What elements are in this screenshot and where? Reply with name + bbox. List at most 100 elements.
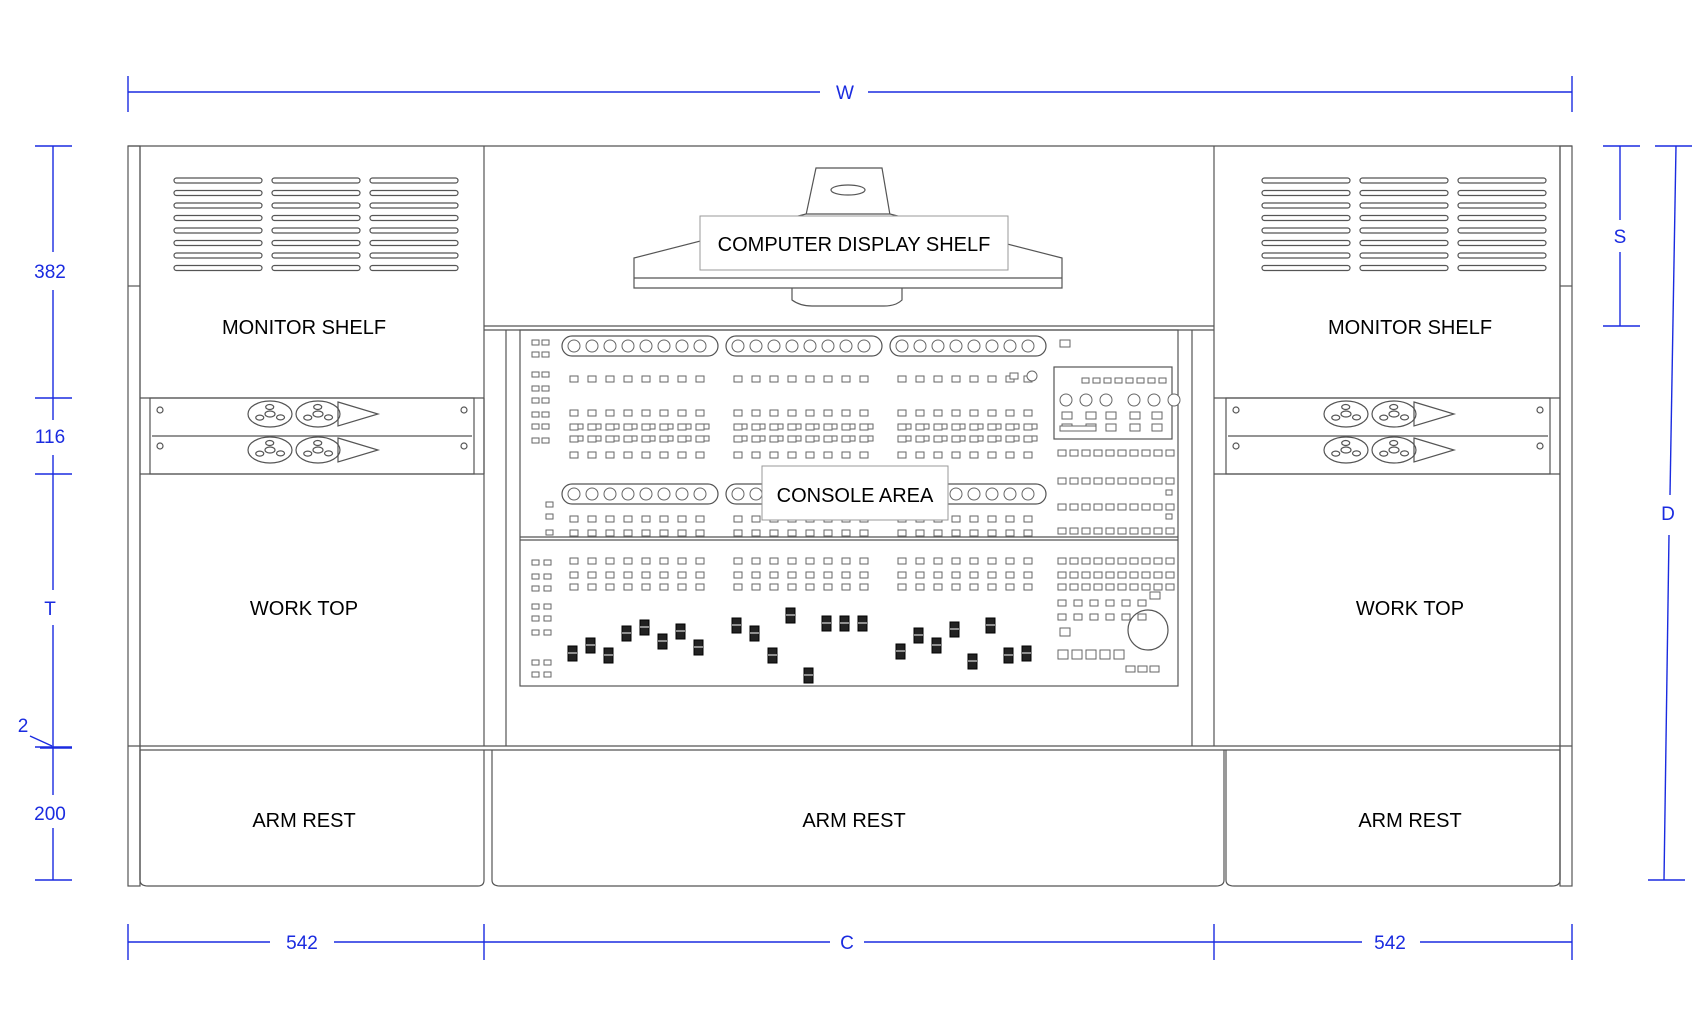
console-button xyxy=(1057,613,1067,621)
reel-icon xyxy=(295,400,341,428)
console-button xyxy=(1085,649,1097,660)
console-button xyxy=(1069,477,1079,485)
console-button xyxy=(933,583,943,591)
rotary-knob xyxy=(585,487,599,501)
console-button xyxy=(951,375,961,383)
rotary-knob xyxy=(1021,487,1035,501)
console-button xyxy=(787,409,797,417)
console-button xyxy=(897,571,907,579)
rack-screw xyxy=(1232,442,1240,450)
console-button xyxy=(897,423,907,431)
console-button xyxy=(1165,503,1175,511)
console-button xyxy=(569,435,579,443)
rotary-knob xyxy=(967,339,981,353)
console-button xyxy=(1069,503,1079,511)
console-button xyxy=(623,435,633,443)
dimension-shelf-label: S xyxy=(1614,227,1627,248)
console-button xyxy=(933,571,943,579)
console-button xyxy=(1023,515,1033,523)
console-button xyxy=(1057,557,1067,565)
rack-screw xyxy=(1232,406,1240,414)
console-button xyxy=(751,409,761,417)
console-knob xyxy=(1059,393,1073,407)
console-button xyxy=(969,409,979,417)
console-button xyxy=(823,529,833,537)
console-button xyxy=(951,423,961,431)
console-button xyxy=(695,529,705,537)
rotary-knob xyxy=(985,339,999,353)
console-button xyxy=(587,435,597,443)
console-button xyxy=(1059,627,1071,637)
vent-slot xyxy=(1457,177,1547,184)
console-button xyxy=(1089,599,1099,607)
rotary-knob xyxy=(693,339,707,353)
console-button xyxy=(841,375,851,383)
monitor-shelf-left-label: MONITOR SHELF xyxy=(222,317,386,339)
console-button xyxy=(1069,449,1079,457)
rotary-knob xyxy=(585,339,599,353)
vent-slot xyxy=(271,264,361,272)
vent-slot xyxy=(1359,252,1449,259)
console-button xyxy=(1023,409,1033,417)
vent-slot xyxy=(1457,239,1547,247)
vent-slot xyxy=(1359,189,1449,197)
console-button xyxy=(805,529,815,537)
console-button xyxy=(987,583,997,591)
console-button xyxy=(859,409,869,417)
console-button xyxy=(1069,557,1079,565)
console-button xyxy=(751,557,761,565)
vent-slot xyxy=(271,177,361,184)
console-button xyxy=(1151,411,1163,420)
vent-slot xyxy=(369,227,459,234)
console-button xyxy=(805,451,815,459)
console-button xyxy=(605,423,615,431)
reel-hub xyxy=(1340,446,1352,454)
console-button xyxy=(649,423,656,430)
console-button xyxy=(587,557,597,565)
console-button xyxy=(977,423,984,430)
console-button xyxy=(1105,477,1115,485)
reel-hole xyxy=(1389,439,1399,447)
console-button xyxy=(623,583,633,591)
console-button xyxy=(623,375,633,383)
console-button xyxy=(1147,377,1156,384)
console-button xyxy=(667,423,674,430)
reel-hole xyxy=(265,439,275,447)
vent-slot xyxy=(1359,227,1449,234)
rotary-knob xyxy=(949,487,963,501)
console-button xyxy=(867,423,874,430)
console-button xyxy=(1129,411,1141,420)
console-button xyxy=(969,435,979,443)
vent-slot xyxy=(369,177,459,184)
console-button xyxy=(1057,571,1067,579)
console-button xyxy=(1093,503,1103,511)
console-button xyxy=(605,435,615,443)
console-button xyxy=(1005,423,1015,431)
rotary-knob xyxy=(967,487,981,501)
rotary-knob xyxy=(857,339,871,353)
console-button xyxy=(1071,649,1083,660)
console-button xyxy=(733,423,743,431)
vent-slot xyxy=(271,239,361,247)
console-button xyxy=(531,659,540,666)
rotary-knob xyxy=(931,339,945,353)
console-button xyxy=(905,423,912,430)
rack-bay-left xyxy=(140,397,484,475)
dimension-depth: D xyxy=(1648,145,1692,881)
console-button xyxy=(569,571,579,579)
console-button xyxy=(1105,613,1115,621)
console-button xyxy=(733,451,743,459)
console-button xyxy=(1081,583,1091,591)
console-button xyxy=(987,409,997,417)
reel-hole xyxy=(1399,414,1410,421)
console-button xyxy=(1081,377,1090,384)
console-button xyxy=(1165,513,1173,520)
console-button xyxy=(1105,503,1115,511)
reel-hub xyxy=(312,446,324,454)
console-button xyxy=(787,375,797,383)
console-button xyxy=(1141,527,1151,535)
console-button xyxy=(933,375,943,383)
reel-hole xyxy=(1351,414,1362,421)
console-button xyxy=(531,603,540,610)
console-button xyxy=(531,339,540,346)
